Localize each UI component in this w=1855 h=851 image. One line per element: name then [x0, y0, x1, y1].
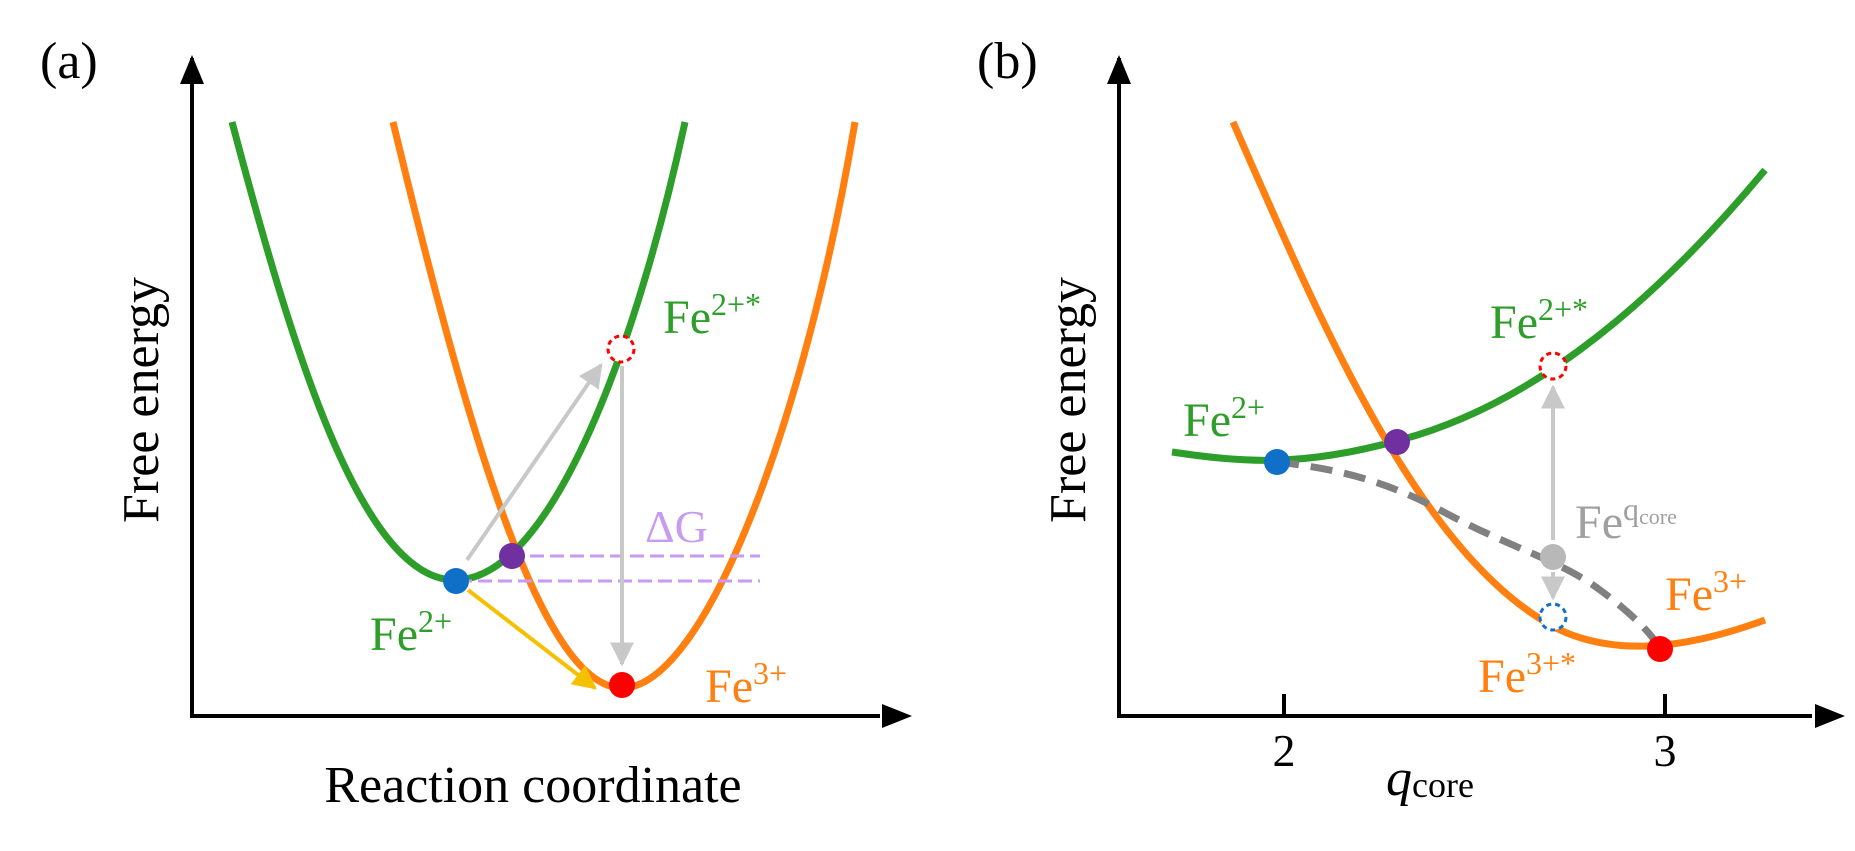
panel-b-feq-point	[1540, 544, 1566, 570]
panel-b-fe2-curve	[1171, 167, 1768, 464]
panel-a: (a) Free energy Reaction coordinate ΔG F…	[40, 33, 912, 814]
panel-b-y-axis-label: Free energy	[1040, 277, 1097, 523]
panel-b-x-tick-label-2: 2	[1273, 725, 1296, 776]
panel-a-x-axis-arrowhead	[882, 704, 912, 728]
panel-b-fe3-point	[1647, 636, 1673, 662]
panel-a-y-axis-label: Free energy	[113, 277, 170, 523]
panel-b-y-axis-arrowhead	[1107, 55, 1131, 84]
panel-b-fe2-label: Fe2+	[1183, 389, 1265, 447]
panel-a-fe2star-label: Fe2+*	[663, 286, 761, 344]
panel-b-feq-label: Feqcore	[1575, 491, 1677, 549]
panel-b: (b) 2 3 Free energy qcore Fe2+ Fe2+* Feq…	[977, 33, 1845, 807]
panel-a-fe2-label: Fe2+	[370, 603, 452, 661]
panel-a-fe3-label: Fe3+	[705, 655, 787, 713]
panel-b-fe3star-point	[1538, 602, 1568, 632]
panel-a-transfer-arrow	[466, 588, 597, 690]
panel-a-fe2-point	[443, 568, 469, 594]
panel-b-fe3star-label: Fe3+*	[1478, 645, 1576, 703]
panel-b-label: (b)	[977, 33, 1038, 90]
panel-b-x-axis-arrowhead	[1815, 704, 1845, 728]
panel-a-x-axis-label: Reaction coordinate	[324, 757, 741, 814]
panel-b-fe3-label: Fe3+	[1665, 563, 1747, 621]
panel-b-crossing-point	[1384, 429, 1410, 455]
panel-a-y-axis-arrowhead	[180, 55, 204, 84]
panel-b-fe2-point	[1264, 449, 1290, 475]
panel-a-label: (a)	[40, 33, 98, 90]
panel-b-x-tick-label-3: 3	[1654, 725, 1677, 776]
panel-b-fractional-charge-path	[1276, 458, 1663, 650]
panel-b-fe3-curve	[1229, 120, 1767, 650]
panel-b-fe2star-label: Fe2+*	[1490, 291, 1588, 349]
panel-a-delta-g-label: ΔG	[645, 501, 708, 552]
panel-b-x-axis-label: qcore	[1386, 750, 1474, 807]
panel-a-fe3-point	[609, 672, 635, 698]
panel-a-fe2star-point	[606, 334, 636, 364]
panel-b-fe2star-point	[1538, 351, 1568, 381]
panel-a-crossing-point	[499, 543, 525, 569]
panel-a-excitation-arrow	[465, 363, 603, 562]
